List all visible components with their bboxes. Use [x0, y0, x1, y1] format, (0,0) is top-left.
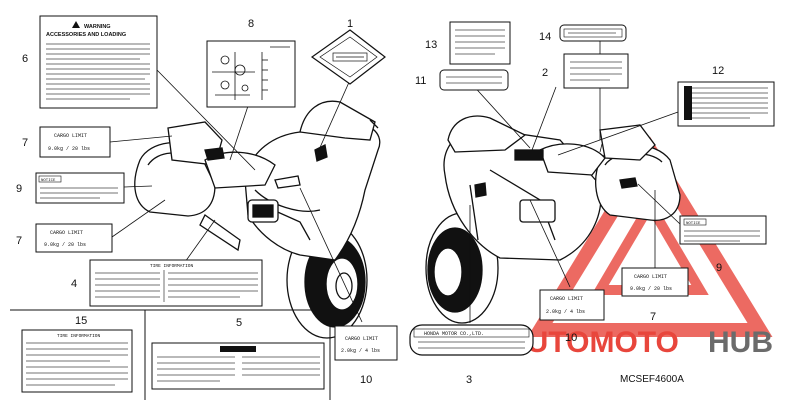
- callout-15: 15: [75, 315, 87, 327]
- label-13: [449, 21, 511, 65]
- callout-5: 5: [236, 317, 242, 329]
- notice-title-b: NOTICE: [686, 222, 701, 226]
- cargo-value-c: 2.0kg / 4 lbs: [341, 348, 380, 354]
- callout-7-a: 7: [22, 137, 28, 149]
- callout-8: 8: [248, 18, 254, 30]
- label-7-cargo-limit-c: CARGO LIMIT 9.0kg / 20 lbs: [621, 267, 689, 297]
- cargo-value-e: 2.0kg / 4 lbs: [546, 309, 585, 315]
- callout-9-a: 9: [16, 183, 22, 195]
- label-10-cargo-limit-a: CARGO LIMIT 2.0kg / 4 lbs: [334, 325, 398, 361]
- leader-lines: [109, 35, 681, 323]
- label-2: [563, 53, 629, 89]
- diagram-code: MCSEF4600A: [620, 374, 684, 385]
- callout-6: 6: [22, 53, 28, 65]
- label-7-cargo-limit-a: CARGO LIMIT 9.0kg / 20 lbs: [39, 126, 111, 158]
- cargo-title-e: CARGO LIMIT: [550, 296, 583, 302]
- cargo-title-b: CARGO LIMIT: [50, 230, 83, 236]
- label-6-warning: WARNING ACCESSORIES AND LOADING: [39, 15, 158, 109]
- callout-11: 11: [415, 75, 426, 87]
- notice-title-a: NOTICE: [41, 179, 56, 183]
- label-9-notice-a: NOTICE: [35, 172, 125, 204]
- cargo-title-d: CARGO LIMIT: [634, 274, 667, 280]
- callout-4: 4: [71, 278, 77, 290]
- cargo-value-d: 9.0kg / 20 lbs: [630, 286, 672, 292]
- label-1-emblem: [310, 29, 386, 85]
- callout-7-b: 7: [16, 235, 22, 247]
- callout-1: 1: [347, 18, 353, 30]
- callout-numbers: 1 2 3 4 5 6 7 7 7 8 9 9 10 10 11 12 13 1…: [16, 18, 724, 386]
- label-12: [677, 81, 775, 127]
- callout-14: 14: [539, 31, 551, 43]
- callout-10-a: 10: [360, 374, 372, 386]
- callout-12: 12: [712, 65, 724, 77]
- label-5-info-plate: [151, 342, 325, 390]
- callout-3: 3: [466, 374, 472, 386]
- cargo-title-c: CARGO LIMIT: [345, 336, 378, 342]
- lower-frame: [10, 309, 331, 400]
- right-motorcycle: [425, 115, 681, 324]
- callout-2: 2: [542, 67, 548, 79]
- cargo-value-b: 9.0kg / 20 lbs: [44, 242, 86, 248]
- watermark-text-red: AUTOMOTO: [505, 326, 679, 359]
- watermark-text-grey: HUB: [708, 326, 773, 359]
- label-8-pressure-chart: [206, 40, 296, 108]
- tire-info-title-b: TIRE INFORMATION: [57, 333, 101, 339]
- label-3-honda-plate: HONDA MOTOR CO.,LTD.: [409, 324, 534, 356]
- label-14: [559, 24, 627, 42]
- label-7-cargo-limit-b: CARGO LIMIT 9.0kg / 20 lbs: [35, 223, 113, 253]
- cargo-title-a: CARGO LIMIT: [54, 133, 87, 139]
- warning-title: WARNING: [84, 24, 111, 30]
- cargo-value-a: 9.0kg / 20 lbs: [48, 146, 90, 152]
- honda-plate-text: HONDA MOTOR CO.,LTD.: [424, 331, 484, 337]
- label-10-cargo-limit-b: CARGO LIMIT 2.0kg / 4 lbs: [539, 289, 605, 321]
- callout-7-c: 7: [650, 311, 656, 323]
- warning-subtitle: ACCESSORIES AND LOADING: [46, 32, 126, 38]
- callout-13: 13: [425, 39, 437, 51]
- callout-9-b: 9: [716, 262, 722, 274]
- label-15-tire-information: TIRE INFORMATION: [21, 329, 133, 393]
- label-11: [439, 69, 509, 91]
- label-4-tire-information: TIRE INFORMATION: [89, 259, 263, 307]
- tire-info-title-a: TIRE INFORMATION: [150, 263, 194, 269]
- label-9-notice-b: NOTICE: [679, 215, 767, 245]
- callout-10-b: 10: [565, 332, 577, 344]
